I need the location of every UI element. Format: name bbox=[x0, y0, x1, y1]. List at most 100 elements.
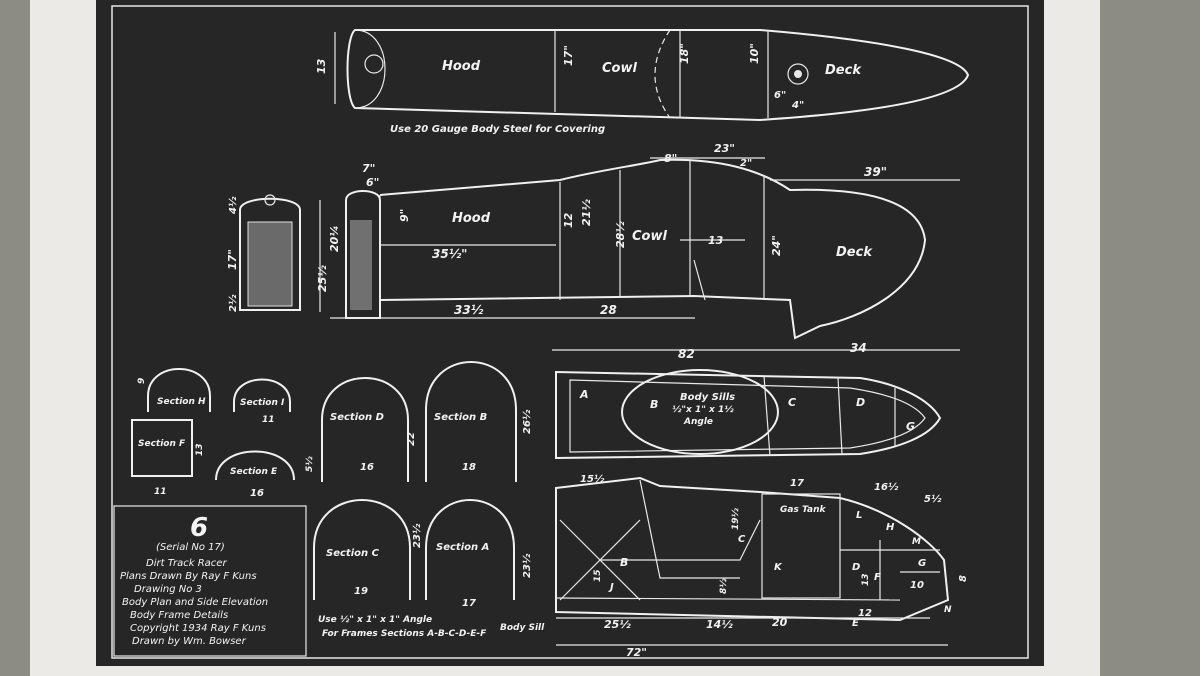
top-hood-label: Hood bbox=[442, 59, 481, 74]
dim-22: 22 bbox=[406, 432, 417, 446]
radiator-grille bbox=[247, 221, 293, 307]
plan-label-b: B bbox=[650, 398, 658, 411]
dim-16-e: 16 bbox=[250, 488, 264, 499]
door-line bbox=[693, 259, 706, 301]
frame-dim-16-half: 16½ bbox=[874, 481, 899, 493]
frame-dim-8: 8 bbox=[958, 575, 969, 582]
dim-17: 17" bbox=[562, 45, 575, 66]
dim-18-sec: 18 bbox=[462, 462, 476, 473]
section-b-label: Section B bbox=[434, 412, 487, 423]
dim-82: 82 bbox=[678, 347, 695, 361]
frame-cowl-brace bbox=[639, 479, 740, 579]
frame-label-j: J bbox=[608, 582, 614, 593]
dim-33-half: 33½ bbox=[454, 303, 484, 317]
dim-19: 19 bbox=[354, 586, 368, 597]
section-c-label: Section C bbox=[326, 548, 380, 559]
frame-sill bbox=[555, 597, 901, 601]
deck-cap-center bbox=[794, 70, 802, 78]
dim-9: 9" bbox=[398, 209, 411, 222]
cowl-curve bbox=[654, 29, 671, 119]
frame-label-k: K bbox=[774, 562, 783, 573]
frame-label-f: F bbox=[874, 572, 881, 583]
dim-7: 7" bbox=[362, 162, 375, 175]
angle-note-2: For Frames Sections A-B-C-D-E-F bbox=[322, 629, 487, 639]
deck-cap bbox=[787, 63, 809, 85]
dim-4-half: 4½ bbox=[227, 196, 239, 215]
title-line2: Plans Drawn By Ray F Kuns bbox=[120, 571, 257, 582]
title-line6: Copyright 1934 Ray F Kuns bbox=[130, 623, 266, 634]
side-cowl-label: Cowl bbox=[632, 229, 667, 244]
top-deck-label: Deck bbox=[825, 63, 862, 78]
dim-8: 8" bbox=[664, 152, 677, 165]
frame-outline bbox=[555, 476, 950, 622]
section-a-shape bbox=[425, 499, 515, 600]
dim-21-half: 21½ bbox=[580, 199, 593, 226]
frame-dim-72: 72" bbox=[626, 646, 647, 659]
frame-dim-8-half: 8½ bbox=[719, 578, 729, 594]
dim-9-sec: 9 bbox=[137, 378, 147, 384]
title-block: 6 (Serial No 17) Dirt Track Racer Plans … bbox=[113, 505, 307, 657]
section-a-label: Section A bbox=[436, 542, 489, 553]
dim-6-side: 6" bbox=[366, 176, 379, 189]
frame-label-n: N bbox=[944, 605, 952, 615]
title-line7: Drawn by Wm. Bowser bbox=[132, 636, 247, 647]
dim-24: 24" bbox=[770, 235, 783, 256]
title-logo: 6 bbox=[190, 513, 208, 543]
body-sills-line3: Angle bbox=[683, 417, 713, 427]
section-e-shape bbox=[215, 450, 295, 481]
frame-dim-25-half: 25½ bbox=[604, 618, 631, 631]
section-f-shape bbox=[131, 419, 193, 477]
plan-line-c bbox=[763, 375, 771, 457]
angle-note-1: Use ½" x 1" x 1" Angle bbox=[318, 615, 432, 625]
dim-4: 4" bbox=[791, 100, 804, 111]
dim-35-half: 35½" bbox=[432, 247, 467, 261]
dim-23-half-a: 23½ bbox=[521, 553, 533, 578]
dim-5-half: 5½ bbox=[305, 456, 315, 472]
dim-16-d: 16 bbox=[360, 462, 374, 473]
section-c-shape bbox=[313, 499, 411, 600]
dim-25-half: 25½ bbox=[316, 265, 329, 292]
section-f-label: Section F bbox=[138, 439, 186, 449]
body-sills-line2: ½"x 1" x 1½ bbox=[672, 405, 734, 415]
frame-dim-10: 10 bbox=[910, 580, 924, 591]
body-sill-label: Body Sill bbox=[500, 623, 545, 633]
plan-label-a: A bbox=[579, 388, 589, 401]
dim-17-sec: 17 bbox=[462, 598, 476, 609]
frame-dim-13: 13 bbox=[861, 573, 871, 586]
frame-dim-15: 15 bbox=[593, 569, 603, 582]
dim-28-half: 28½ bbox=[614, 221, 627, 248]
frame-dim-17: 17 bbox=[790, 478, 804, 489]
dim-13: 13 bbox=[315, 58, 328, 74]
radiator-cap bbox=[264, 194, 276, 206]
frame-dim-20: 20 bbox=[772, 616, 788, 629]
blueprint-print bbox=[96, 0, 1044, 666]
frame-dim-19-half: 19½ bbox=[731, 507, 741, 530]
title-block-frame bbox=[113, 505, 307, 657]
side-hood-label: Hood bbox=[452, 211, 491, 226]
title-line3: Drawing No 3 bbox=[134, 584, 202, 595]
radiator-side-core bbox=[350, 220, 372, 310]
dim-10: 10" bbox=[748, 43, 761, 64]
section-b-shape bbox=[425, 361, 517, 482]
dim-17-side: 17" bbox=[226, 249, 239, 270]
section-i-shape bbox=[233, 378, 291, 412]
body-profile bbox=[379, 158, 927, 340]
dim-18: 18" bbox=[678, 43, 691, 64]
frame-label-m: M bbox=[912, 537, 921, 547]
frame-view: Gas Tank B C D E F G H J K L M N 15½ 17 … bbox=[555, 473, 969, 659]
dim-13-side-text: 13 bbox=[708, 234, 724, 247]
blueprint-border bbox=[111, 5, 1029, 659]
title-line5: Body Frame Details bbox=[130, 610, 228, 621]
plan-line-d bbox=[837, 377, 843, 455]
title-line1: Dirt Track Racer bbox=[146, 558, 227, 569]
plan-outline bbox=[555, 370, 942, 460]
title-serial: (Serial No 17) bbox=[156, 542, 225, 553]
section-h-shape bbox=[147, 368, 211, 412]
dim-2-half: 2½ bbox=[227, 294, 239, 312]
steel-note: Use 20 Gauge Body Steel for Covering bbox=[390, 124, 605, 135]
plan-label-g: G bbox=[906, 420, 915, 433]
frame-label-h: H bbox=[886, 522, 895, 533]
section-h-label: Section H bbox=[157, 397, 206, 407]
frame-label-g: G bbox=[918, 558, 926, 569]
